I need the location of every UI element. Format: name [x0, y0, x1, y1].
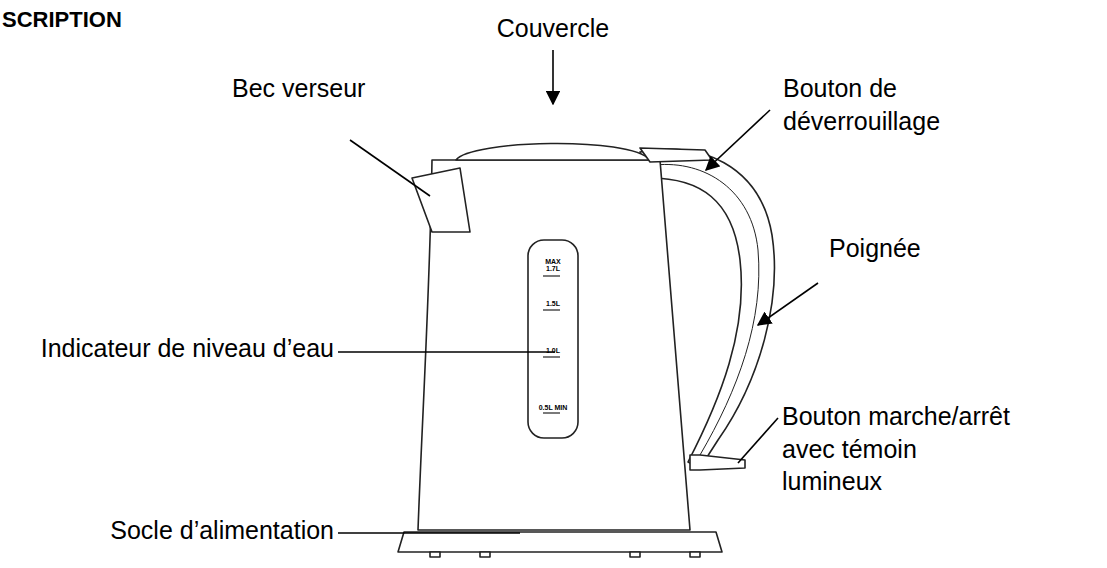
level-mark: 1.5L	[538, 300, 568, 307]
level-mark: 0.5L MIN	[538, 404, 568, 411]
part-label: Indicateur de niveau d’eau	[18, 332, 334, 365]
part-label: Socle d’alimentation	[8, 514, 334, 547]
level-mark: 1.0L	[538, 347, 568, 354]
part-label: Bouton marche/arrêt avec témoin lumineux	[782, 400, 1012, 498]
part-label: Bec verseur	[232, 72, 402, 105]
section-title: SCRIPTION	[2, 6, 202, 35]
part-label: Poignée	[829, 232, 969, 265]
level-mark: MAX 1.7L	[538, 258, 568, 273]
part-label: Couvercle	[473, 12, 633, 45]
part-label: Bouton de déverrouillage	[783, 72, 983, 137]
